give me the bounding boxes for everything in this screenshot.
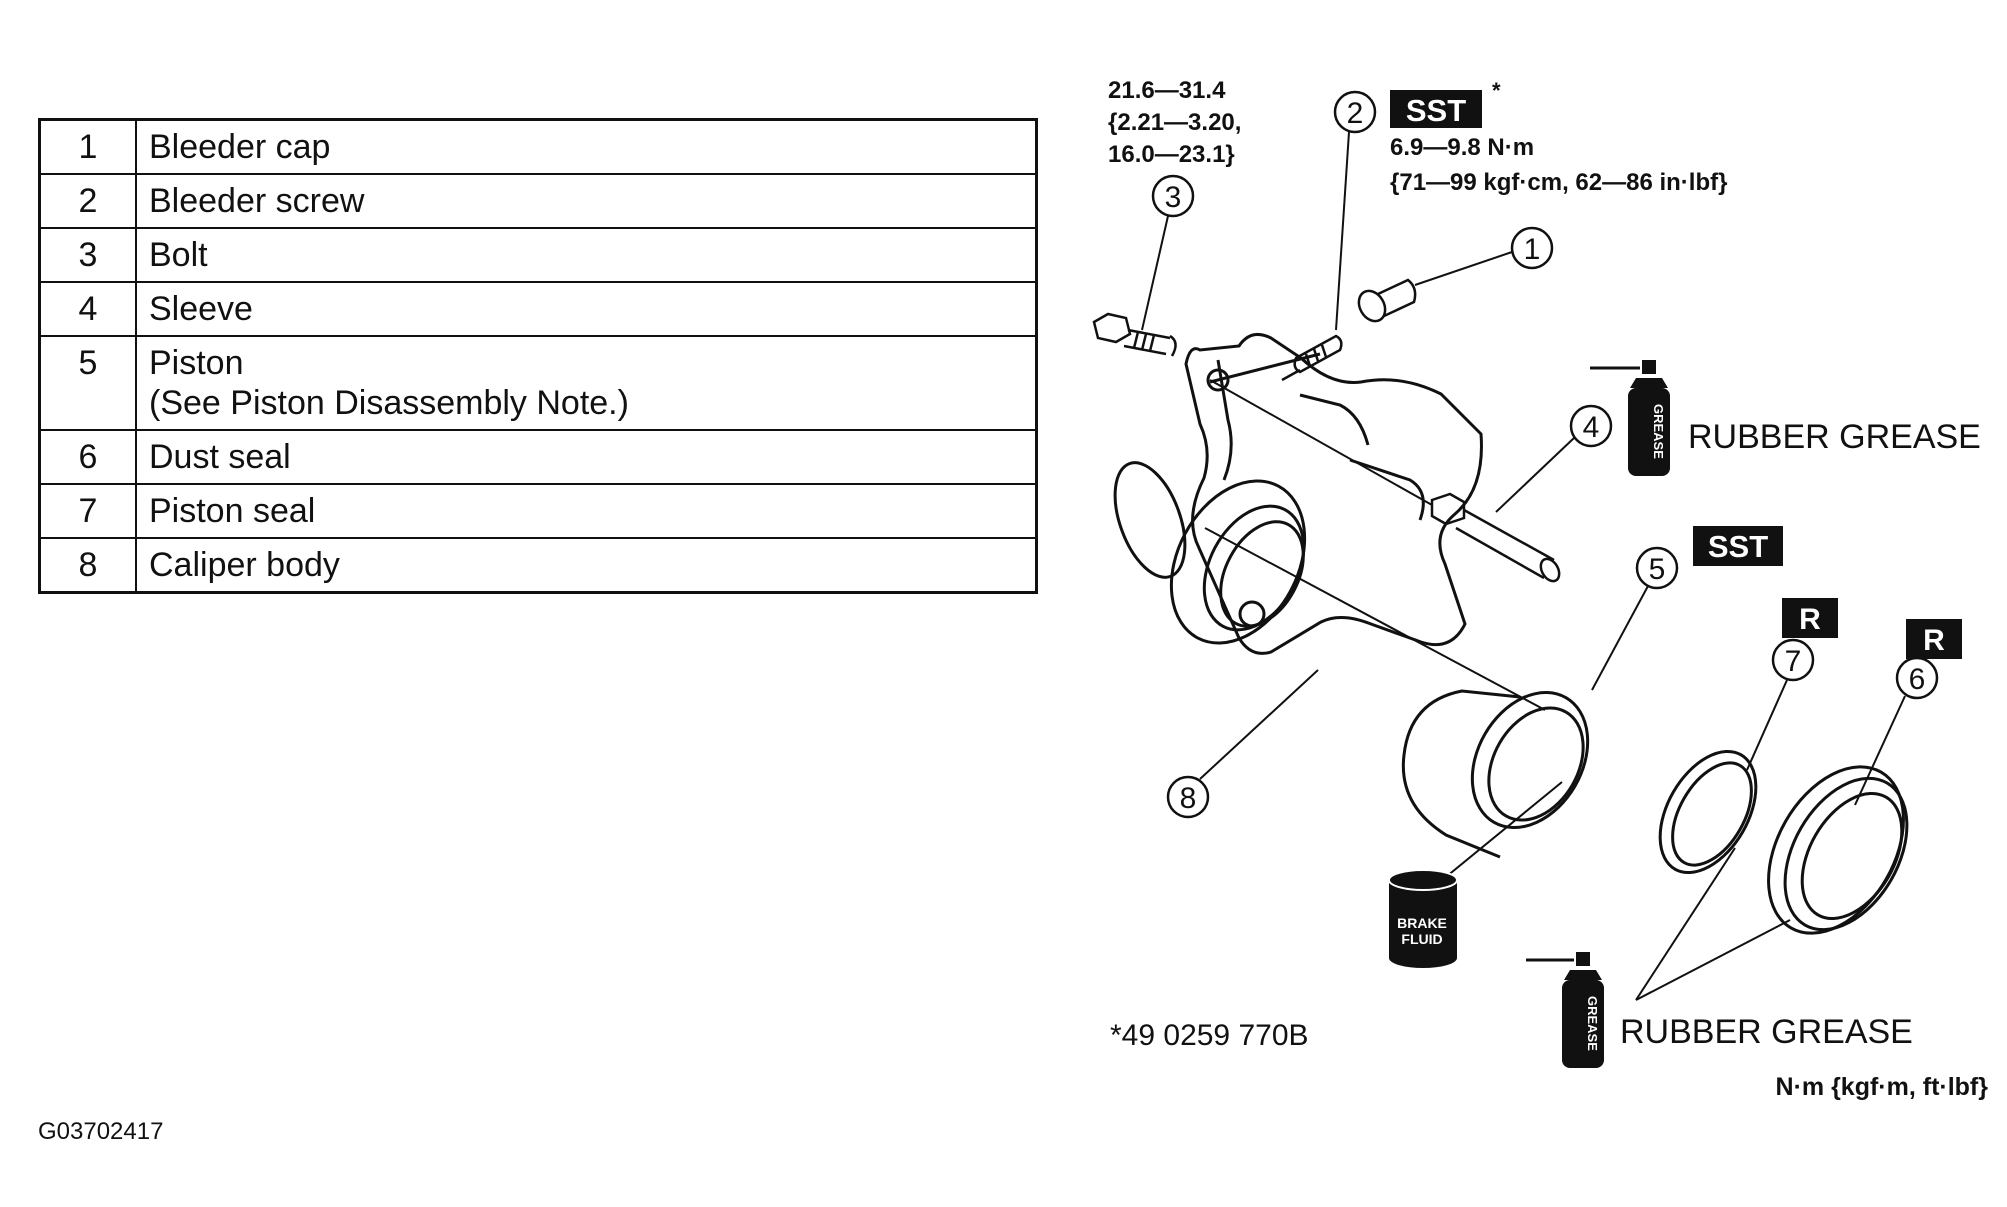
sst-label-bleeder: SST *: [1390, 78, 1501, 128]
sleeve-part-4: [1430, 492, 1561, 583]
part-name: Bleeder screw: [149, 182, 365, 220]
part-number: 3: [38, 227, 137, 283]
part-number: 7: [38, 483, 137, 539]
parts-table-row: 6 Dust seal: [38, 429, 1038, 485]
callout-7-label: 7: [1785, 645, 1802, 678]
callout-1: 1: [1510, 226, 1554, 270]
parts-table-row: 2 Bleeder screw: [38, 173, 1038, 229]
callout-4: 4: [1569, 404, 1613, 448]
piston-seal-part-7: [1658, 749, 1758, 875]
parts-table-row: 1 Bleeder cap: [38, 118, 1038, 175]
part-note: (See Piston Disassembly Note.): [149, 384, 629, 422]
bolt-torque-line-1: 21.6—31.4: [1108, 77, 1226, 104]
parts-table-row: 8 Caliper body: [38, 537, 1038, 594]
part-name: Bolt: [149, 236, 208, 274]
replace-label-7: R: [1782, 598, 1838, 638]
part-number: 4: [38, 281, 137, 337]
bleeder-torque-spec: 6.9—9.8 N·m {71—99 kgf·cm, 62—86 in·lbf}: [1390, 134, 1727, 196]
callout-3: 3: [1151, 174, 1195, 218]
bolt-torque-line-3: 16.0—23.1}: [1108, 141, 1235, 168]
sst-label-text: SST: [1406, 93, 1466, 128]
part-name: Caliper body: [149, 546, 340, 584]
bleeder-torque-line-1: 6.9—9.8 N·m: [1390, 134, 1534, 161]
part-name-cell: Piston(See Piston Disassembly Note.): [135, 335, 1038, 431]
bolt-torque-spec: 21.6—31.4 {2.21—3.20, 16.0—23.1}: [1108, 77, 1241, 168]
rubber-grease-bottom-label: RUBBER GREASE: [1620, 1013, 1913, 1051]
part-number: 2: [38, 173, 137, 229]
bleeder-screw-part-2: [1281, 334, 1343, 382]
part-name-cell: Sleeve: [135, 281, 1038, 337]
figure-code: G03702417: [38, 1118, 164, 1145]
part-name: Piston: [149, 344, 244, 382]
parts-table-row: 4 Sleeve: [38, 281, 1038, 337]
part-name: Bleeder cap: [149, 128, 331, 166]
caliper-body-part-8: [1113, 332, 1483, 655]
callout-2-label: 2: [1347, 97, 1364, 130]
part-name: Piston seal: [149, 492, 316, 530]
sst-number-note: *49 0259 770B: [1110, 1019, 1309, 1052]
bolt-torque-line-2: {2.21—3.20,: [1108, 109, 1241, 136]
callout-6: 6: [1895, 656, 1939, 700]
leader-lines: [1141, 131, 1906, 1001]
bolt-part-3: [1092, 312, 1177, 357]
bleeder-torque-line-2: {71—99 kgf·cm, 62—86 in·lbf}: [1390, 169, 1727, 196]
replace-label-7-text: R: [1799, 603, 1821, 636]
part-name-cell: Piston seal: [135, 483, 1038, 539]
callout-3-label: 3: [1165, 181, 1182, 214]
dust-seal-part-6: [1767, 765, 1909, 935]
part-number: 8: [38, 537, 137, 594]
piston-part-5: [1401, 689, 1590, 859]
torque-units-note: N·m {kgf·m, ft·lbf}: [1776, 1073, 1989, 1101]
brake-fluid-line-2: FLUID: [1401, 931, 1442, 947]
callout-5-label: 5: [1649, 553, 1666, 586]
grease-can-bottom: GREASE: [1526, 952, 1604, 1068]
rubber-grease-top-label: RUBBER GREASE: [1688, 418, 1981, 456]
part-number: 6: [38, 429, 137, 485]
grease-can-bottom-label: GREASE: [1585, 996, 1600, 1051]
callout-7: 7: [1771, 638, 1815, 682]
part-name-cell: Bleeder cap: [135, 118, 1038, 175]
callout-8-label: 8: [1180, 782, 1197, 815]
part-name-cell: Dust seal: [135, 429, 1038, 485]
sst-asterisk: *: [1492, 78, 1501, 103]
callout-6-label: 6: [1909, 663, 1926, 696]
callout-1-label: 1: [1524, 233, 1541, 266]
part-name-cell: Bleeder screw: [135, 173, 1038, 229]
replace-label-6-text: R: [1923, 624, 1945, 657]
sst-label-piston: SST: [1693, 526, 1783, 566]
part-name-cell: Bolt: [135, 227, 1038, 283]
sst-label-piston-text: SST: [1708, 529, 1768, 564]
callout-4-label: 4: [1583, 411, 1600, 444]
callout-8: 8: [1166, 775, 1210, 819]
grease-can-top-label: GREASE: [1651, 404, 1666, 459]
part-number: 5: [38, 335, 137, 431]
callout-2: 2: [1333, 90, 1377, 134]
part-name-cell: Caliper body: [135, 537, 1038, 594]
bleeder-cap-part-1: [1357, 278, 1417, 323]
parts-table-row: 3 Bolt: [38, 227, 1038, 283]
parts-table-row: 7 Piston seal: [38, 483, 1038, 539]
callout-5: 5: [1635, 546, 1679, 590]
part-name: Sleeve: [149, 290, 253, 328]
grease-can-top: GREASE: [1590, 360, 1670, 476]
replace-label-6: R: [1906, 619, 1962, 659]
part-name: Dust seal: [149, 438, 291, 476]
brake-fluid-line-1: BRAKE: [1397, 915, 1447, 931]
brake-fluid-can: BRAKE FLUID: [1388, 869, 1458, 968]
part-number: 1: [38, 118, 137, 175]
